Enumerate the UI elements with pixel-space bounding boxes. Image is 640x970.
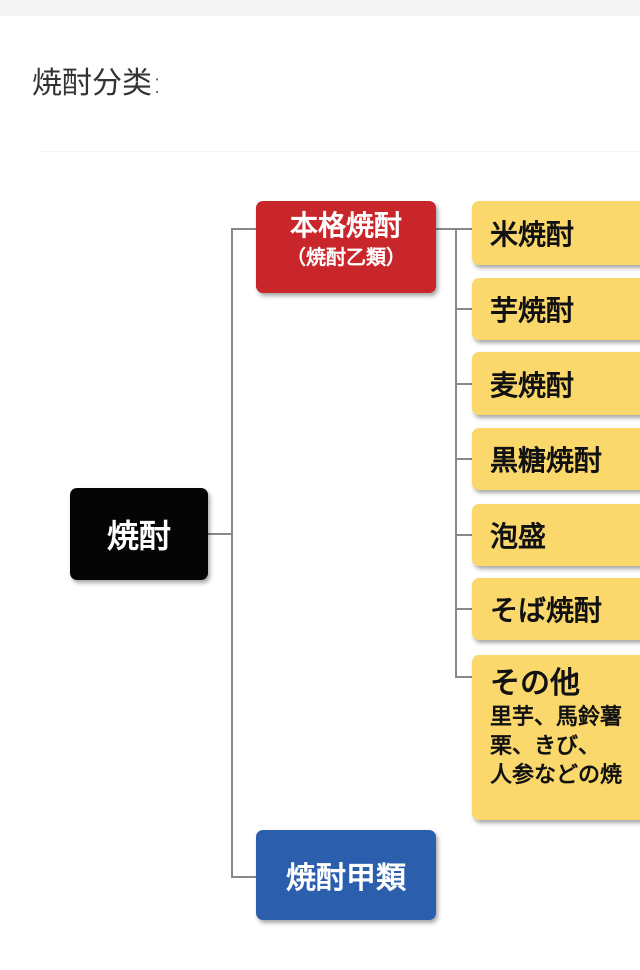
node-honkaku-shochu: 本格焼酎 （焼酎乙類） — [256, 201, 436, 293]
connector-line — [231, 228, 233, 878]
connector-line — [436, 228, 456, 230]
node-title: その他 — [490, 666, 580, 701]
node-type: 麦焼酎 — [472, 352, 640, 415]
connector-line — [208, 533, 232, 535]
node-detail: 里芋、馬鈴薯 — [490, 704, 623, 730]
connector-line — [455, 534, 472, 536]
node-detail: 人参などの焼 — [490, 762, 623, 788]
node-detail: 栗、きび、 — [490, 733, 601, 759]
connector-line — [455, 308, 472, 310]
connector-line — [231, 876, 256, 878]
top-bar — [0, 0, 640, 16]
node-type: 芋焼酎 — [472, 278, 640, 340]
root-node-shochu: 焼酎 — [70, 488, 208, 580]
connector-line — [231, 228, 256, 230]
node-type: そば焼酎 — [472, 578, 640, 640]
connector-line — [455, 228, 472, 230]
connector-line — [455, 458, 472, 460]
node-type: 泡盛 — [472, 504, 640, 566]
node-shochu-kourui: 焼酎甲類 — [256, 830, 436, 920]
node-subtitle: （焼酎乙類） — [286, 245, 406, 269]
node-title: 本格焼酎 — [289, 209, 402, 242]
node-type: 黒糖焼酎 — [472, 428, 640, 490]
connector-line — [455, 676, 472, 678]
page-heading: 焼酎分类: — [32, 66, 163, 101]
node-other: その他 里芋、馬鈴薯 栗、きび、 人参などの焼 — [472, 655, 640, 820]
connector-line — [455, 228, 457, 678]
divider — [40, 151, 640, 152]
connector-line — [455, 383, 472, 385]
node-type: 米焼酎 — [472, 201, 640, 265]
shochu-classification-diagram: 焼酎 本格焼酎 （焼酎乙類） 焼酎甲類 米焼酎 芋焼酎 麦焼酎 黒糖焼酎 泡盛 … — [0, 160, 640, 970]
connector-line — [455, 608, 472, 610]
